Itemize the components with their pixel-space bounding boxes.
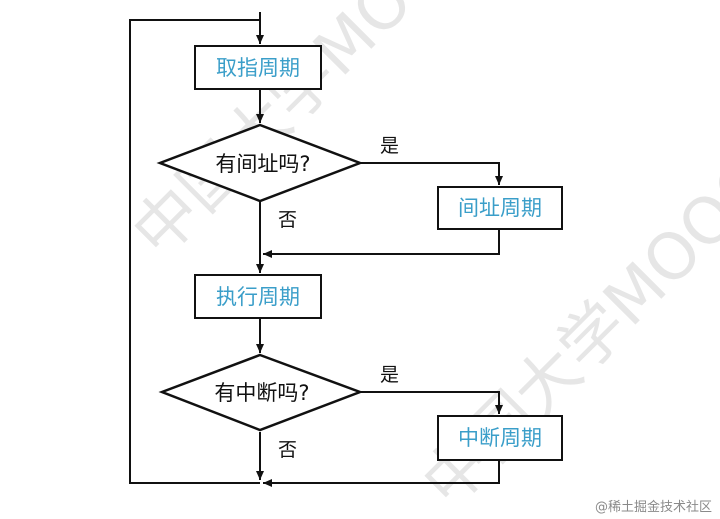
yes-label-indirect: 是 — [380, 135, 399, 157]
interrupt-decision-label: 有中断吗? — [214, 381, 309, 405]
footer-credit: @稀土掘金技术社区 — [594, 500, 712, 515]
indirect-cycle-box — [437, 186, 563, 230]
fetch-cycle-label: 取指周期 — [216, 56, 300, 80]
indirect-cycle-label: 间址周期 — [458, 196, 542, 220]
interrupt-decision-diamond — [158, 353, 364, 432]
interrupt-cycle-box — [437, 415, 563, 461]
interrupt-cycle-label: 中断周期 — [458, 426, 542, 450]
indirect-decision-diamond — [156, 123, 364, 203]
indirect-decision-label: 有间址吗? — [215, 152, 310, 176]
execute-cycle-box — [194, 274, 322, 319]
yes-label-interrupt: 是 — [380, 364, 399, 386]
arrow-yes-indirect — [360, 162, 503, 185]
no-label-indirect: 否 — [278, 209, 297, 231]
execute-cycle-label: 执行周期 — [216, 285, 300, 309]
fetch-cycle-box — [194, 45, 322, 90]
watermark-text: 中国大学MOOC — [119, 0, 494, 271]
no-label-interrupt: 否 — [278, 439, 297, 461]
arrow-yes-interrupt — [360, 391, 503, 414]
loop-back-line — [129, 19, 260, 484]
arrow-interrupt-return — [263, 460, 500, 487]
arrow-indirect-return — [263, 229, 500, 258]
